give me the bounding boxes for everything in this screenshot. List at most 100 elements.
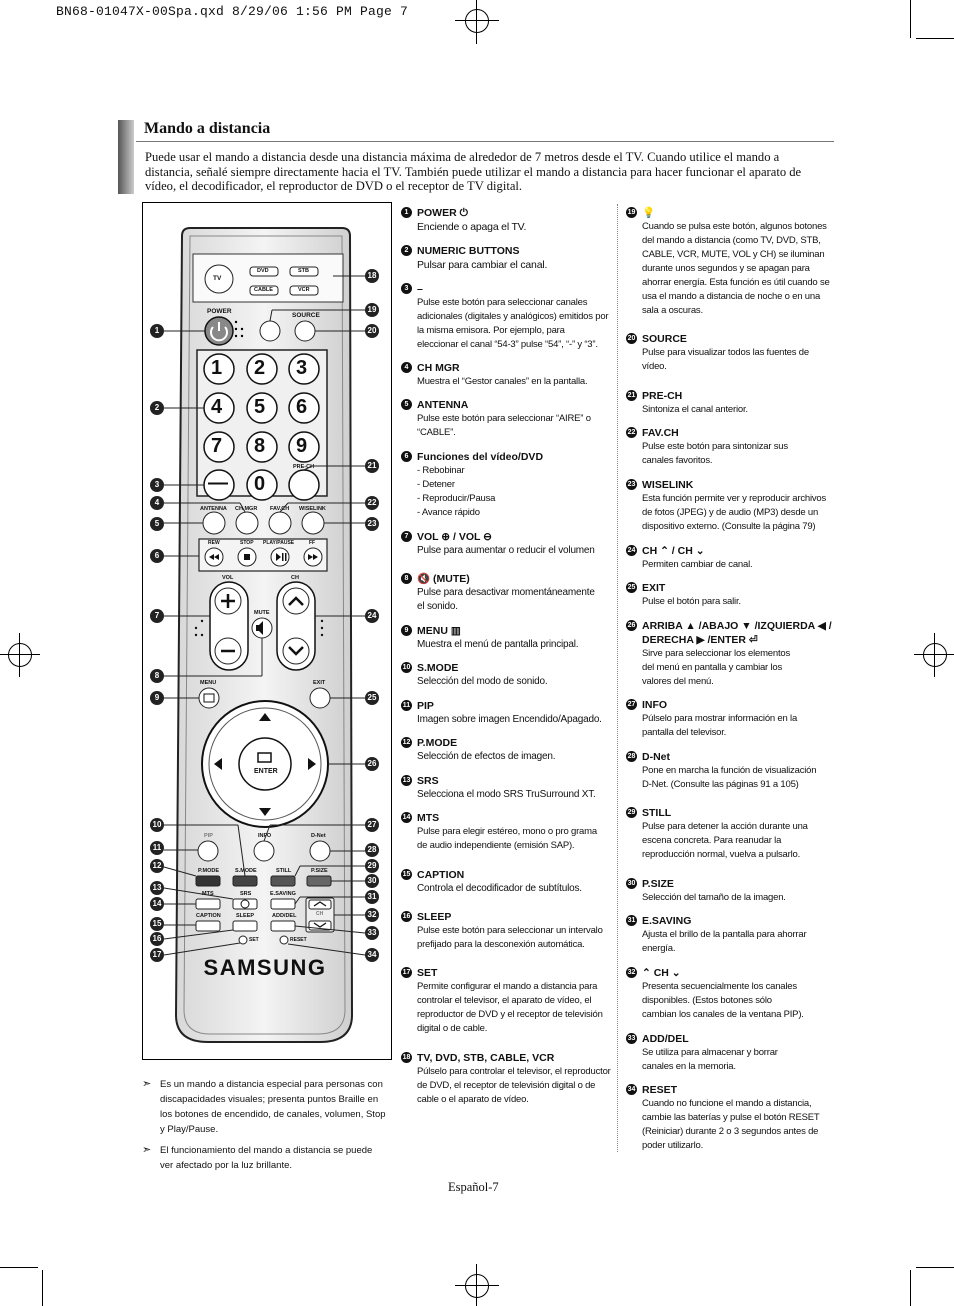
prech-label: PRE-CH — [293, 464, 315, 470]
callout-marker: 2 — [150, 401, 164, 415]
callout-marker: 15 — [150, 917, 164, 931]
crop-mark — [916, 1267, 954, 1268]
item-description: Esta función permite ver y reproducir ar… — [642, 493, 827, 532]
callout-marker: 10 — [150, 818, 164, 832]
still-label: STILL — [276, 868, 292, 874]
item-title: NUMERIC BUTTONS — [417, 245, 520, 257]
item-title: EXIT — [642, 582, 666, 594]
item-title: – — [417, 283, 423, 295]
smode-label: S.MODE — [235, 868, 257, 874]
caption-label: CAPTION — [196, 913, 221, 919]
item-description: Pulse para desactivar momentáneamente el… — [417, 587, 595, 612]
note-text: El funcionamiento del mando a distancia … — [160, 1145, 373, 1171]
item-description: Pulse para aumentar o reducir el volumen — [417, 545, 595, 556]
callout-marker: 7 — [150, 609, 164, 623]
item-number: 25 — [626, 582, 637, 593]
page-title: Mando a distancia — [144, 120, 271, 137]
item-description: Pone en marcha la función de visualizaci… — [642, 765, 817, 790]
callout-marker: 9 — [150, 691, 164, 705]
item-number: 14 — [401, 812, 412, 823]
sleep-label: SLEEP — [236, 913, 255, 919]
item-description: Pulse este botón para seleccionar canale… — [417, 297, 609, 350]
note-braille: ➣ Es un mando a distancia especial para … — [142, 1077, 388, 1137]
note-light: ➣ El funcionamiento del mando a distanci… — [142, 1143, 388, 1173]
registration-mark-top — [455, 0, 499, 44]
item-title: PIP — [417, 700, 434, 712]
note-marker-icon: ➣ — [142, 1144, 152, 1156]
callout-marker: 21 — [365, 459, 379, 473]
item-number: 17 — [401, 967, 412, 978]
item-description: Selección del tamaño de la imagen. — [642, 892, 786, 903]
item-title: PRE-CH — [642, 390, 683, 402]
column-divider — [617, 204, 618, 1152]
item-description: Muestra el “Gestor canales” en la pantal… — [417, 376, 588, 387]
item-title: P.MODE — [417, 737, 458, 749]
item-title: CH MGR — [417, 362, 460, 374]
item-title: SOURCE — [642, 333, 687, 345]
crop-mark — [910, 1270, 911, 1306]
item-description: Ajusta el brillo de la pantalla para aho… — [642, 929, 807, 954]
item-title: STILL — [642, 807, 672, 819]
remote-brand-logo: SAMSUNG — [204, 955, 327, 980]
item-number: 23 — [626, 479, 637, 490]
note-text: Es un mando a distancia especial para pe… — [160, 1079, 386, 1135]
crop-mark — [42, 1270, 43, 1306]
item-title: MENU ▥ — [417, 625, 461, 637]
item-description: Sintoniza el canal anterior. — [642, 404, 748, 415]
item-number: 29 — [626, 807, 637, 818]
item-number: 9 — [401, 625, 412, 636]
item-description: Selección de efectos de imagen. — [417, 751, 556, 762]
item-title: RESET — [642, 1084, 678, 1096]
item-title: SET — [417, 967, 438, 979]
item-number: 4 — [401, 362, 412, 373]
digit-3: 3 — [296, 357, 308, 379]
digit-6: 6 — [296, 396, 308, 418]
digit-8: 8 — [254, 435, 266, 457]
list-item: 8🔇 (MUTE)Pulse para desactivar momentáne… — [401, 572, 627, 614]
srs-label: SRS — [240, 891, 252, 897]
ff-label: FF — [309, 540, 316, 546]
title-bar-accent — [118, 120, 134, 194]
item-description: Pulse para elegir estéreo, mono o pro gr… — [417, 826, 597, 851]
esaving-label: E.SAVING — [270, 891, 296, 897]
item-number: 19 — [626, 207, 637, 218]
crop-mark — [910, 0, 911, 38]
item-number: 31 — [626, 915, 637, 926]
remote-illustration-frame — [142, 202, 392, 1060]
callout-marker: 28 — [365, 843, 379, 857]
item-number: 32 — [626, 967, 637, 978]
item-number: 30 — [626, 878, 637, 889]
item-number: 24 — [626, 545, 637, 556]
antenna-label: ANTENNA — [200, 506, 227, 512]
list-item: 25 EXIT Pulse el botón para salir. — [626, 581, 838, 609]
item-number: 20 — [626, 333, 637, 344]
callout-marker: 30 — [365, 874, 379, 888]
callout-marker: 34 — [365, 948, 379, 962]
digit-5: 5 — [254, 396, 266, 418]
list-item: 4 CH MGR Muestra el “Gestor canales” en la… — [401, 361, 627, 389]
item-title: CAPTION — [417, 869, 465, 881]
item-number: 28 — [626, 751, 637, 762]
vcr-mode-label: VCR — [298, 287, 310, 293]
digit-2: 2 — [254, 357, 266, 379]
callout-marker: 31 — [365, 890, 379, 904]
item-description: Púlselo para controlar el televisor, el … — [417, 1066, 611, 1105]
set-label: SET — [249, 937, 259, 943]
mute-label: MUTE — [254, 610, 270, 616]
callout-marker: 33 — [365, 926, 379, 940]
callout-marker: 12 — [150, 859, 164, 873]
digit-7: 7 — [211, 435, 223, 457]
item-description: Pulse el botón para salir. — [642, 596, 741, 607]
list-item: 3–Pulse este botón para seleccionar cana… — [401, 282, 627, 352]
print-header: BN68-01047X-00Spa.qxd 8/29/06 1:56 PM Pa… — [56, 4, 409, 19]
callout-marker: 19 — [365, 303, 379, 317]
